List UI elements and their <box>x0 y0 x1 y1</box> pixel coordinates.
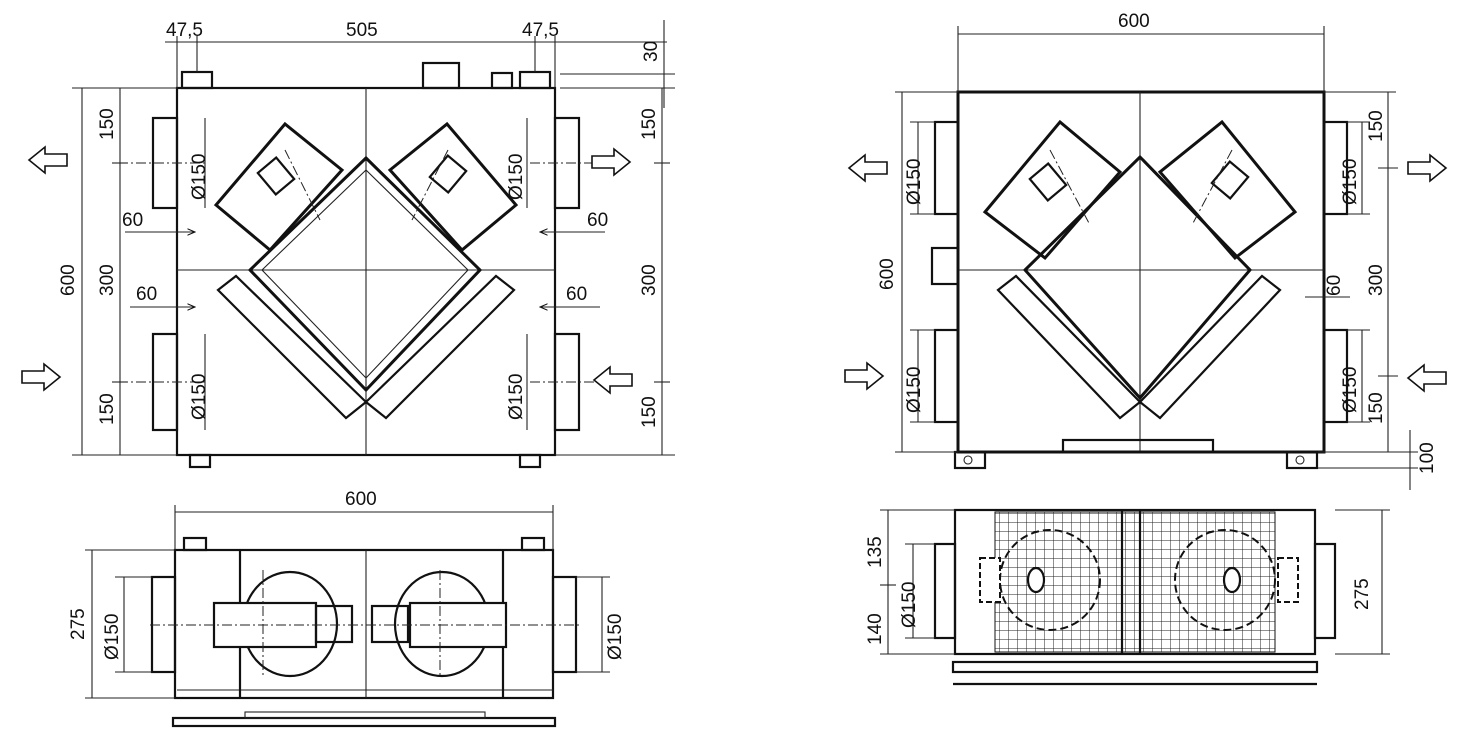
dim-60-right-top: 60 <box>1324 275 1345 296</box>
dim-d150-bottom-right: Ø150 <box>605 614 626 660</box>
dim-300-right-top: 300 <box>1366 264 1387 296</box>
dim-300-left: 300 <box>97 264 118 296</box>
dim-d150-lr: Ø150 <box>506 374 527 420</box>
dim-600-left-bottom: 600 <box>345 489 377 510</box>
left-top-top-spigot <box>421 61 461 90</box>
right-top-spigot-ur <box>1322 120 1349 216</box>
dim-150-right-upper: 150 <box>639 108 660 140</box>
left-top-motor-right <box>428 154 468 194</box>
right-top-view: 600 600 Ø150 Ø150 Ø150 Ø150 150 300 150 … <box>844 11 1447 490</box>
dim-60-lr: 60 <box>566 284 587 305</box>
dim-140: 140 <box>865 613 886 645</box>
left-top-foot-left <box>188 453 212 469</box>
dim-600-right-left: 600 <box>877 258 898 290</box>
flow-arrow-right-out-left <box>848 154 888 182</box>
right-bottom-view: 135 140 Ø150 275 <box>865 508 1390 686</box>
dim-47-5-left: 47,5 <box>166 20 203 41</box>
right-top-fan-left <box>982 119 1123 261</box>
right-top-spigot-ul <box>933 120 960 216</box>
left-top-view: 47,5 505 47,5 30 600 150 300 150 150 300… <box>21 20 675 469</box>
left-bottom-view: 600 275 Ø150 Ø150 <box>68 489 626 728</box>
dim-60-ur: 60 <box>587 210 608 231</box>
left-top-motor-left <box>256 156 296 196</box>
dim-d150-ur: Ø150 <box>506 154 527 200</box>
dim-150-right-top-lower: 150 <box>1366 392 1387 424</box>
left-top-foot-right <box>518 453 542 469</box>
dim-d150-bottom-left: Ø150 <box>102 614 123 660</box>
right-top-exchanger <box>1022 154 1253 401</box>
dim-d150-ul: Ø150 <box>189 154 210 200</box>
left-top-filter-left <box>216 274 368 420</box>
right-top-spigot-ll <box>933 328 960 424</box>
left-top-bracket-left <box>180 70 214 90</box>
flow-arrow-in-right <box>593 366 633 394</box>
dim-d150-right-ur: Ø150 <box>1340 159 1361 205</box>
right-top-drain <box>1061 438 1215 454</box>
dim-d150-right-ll: Ø150 <box>904 367 925 413</box>
flow-arrow-right-in-left <box>844 362 884 390</box>
flow-arrow-out-right <box>591 148 631 176</box>
left-top-filter-right <box>364 274 516 420</box>
flow-arrow-right-out-right <box>1407 154 1447 182</box>
dim-47-5-right: 47,5 <box>522 20 559 41</box>
right-top-fan-right <box>1157 119 1298 261</box>
right-top-side-spigot <box>930 246 960 286</box>
dim-135: 135 <box>865 536 886 568</box>
dim-30: 30 <box>641 41 662 62</box>
dim-d150-right-lr: Ø150 <box>1340 367 1361 413</box>
flow-arrow-in-left <box>21 363 61 391</box>
dim-275-right: 275 <box>1352 578 1373 610</box>
dim-275-left: 275 <box>68 608 89 640</box>
dim-150-right-top-upper: 150 <box>1366 110 1387 142</box>
dim-300-right: 300 <box>639 264 660 296</box>
left-top-fan-right <box>387 121 519 253</box>
dim-60-ul: 60 <box>122 210 143 231</box>
left-top-exchanger <box>247 155 483 393</box>
left-top-fan-left <box>213 121 345 253</box>
flow-arrow-right-in-right <box>1407 364 1447 392</box>
dim-100-foot: 100 <box>1417 442 1438 474</box>
dim-600-left: 600 <box>58 264 79 296</box>
dim-150-left-upper: 150 <box>97 108 118 140</box>
dim-600-right-top: 600 <box>1118 11 1150 32</box>
dim-d150-right-bottom: Ø150 <box>899 582 920 628</box>
dim-60-ll: 60 <box>136 284 157 305</box>
flow-arrow-out-left <box>28 146 68 174</box>
dim-d150-right-ul: Ø150 <box>904 159 925 205</box>
dim-150-right-lower: 150 <box>639 396 660 428</box>
dim-150-left-lower: 150 <box>97 393 118 425</box>
right-top-spigot-lr <box>1322 328 1349 424</box>
left-top-top-box <box>490 71 514 90</box>
dim-505: 505 <box>346 20 378 41</box>
dim-d150-ll: Ø150 <box>189 374 210 420</box>
left-top-bracket-right <box>518 70 552 90</box>
